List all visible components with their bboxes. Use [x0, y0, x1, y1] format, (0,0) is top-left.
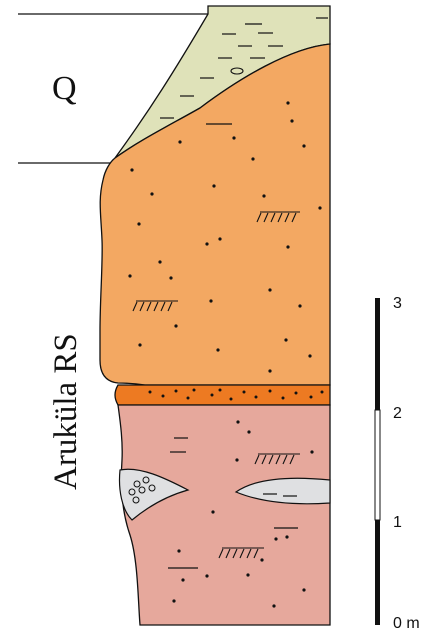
- scale-bar: 3 2 1 0 m: [375, 295, 420, 630]
- pink-sandstone-layer: [118, 405, 330, 625]
- scale-tick-label-1: 1: [393, 514, 402, 531]
- formation-label: Aruküla RS: [48, 333, 84, 490]
- scale-segment-1-2: [375, 410, 380, 520]
- scale-tick-label-0: 0 m: [393, 615, 420, 630]
- scale-tick-label-3: 3: [393, 295, 402, 312]
- gravel-bed-layer: [115, 385, 330, 405]
- quaternary-label: Q: [52, 70, 77, 107]
- scale-tick-label-2: 2: [393, 405, 402, 422]
- scale-segment-2-3: [375, 298, 380, 410]
- scale-segment-0-1: [375, 520, 380, 625]
